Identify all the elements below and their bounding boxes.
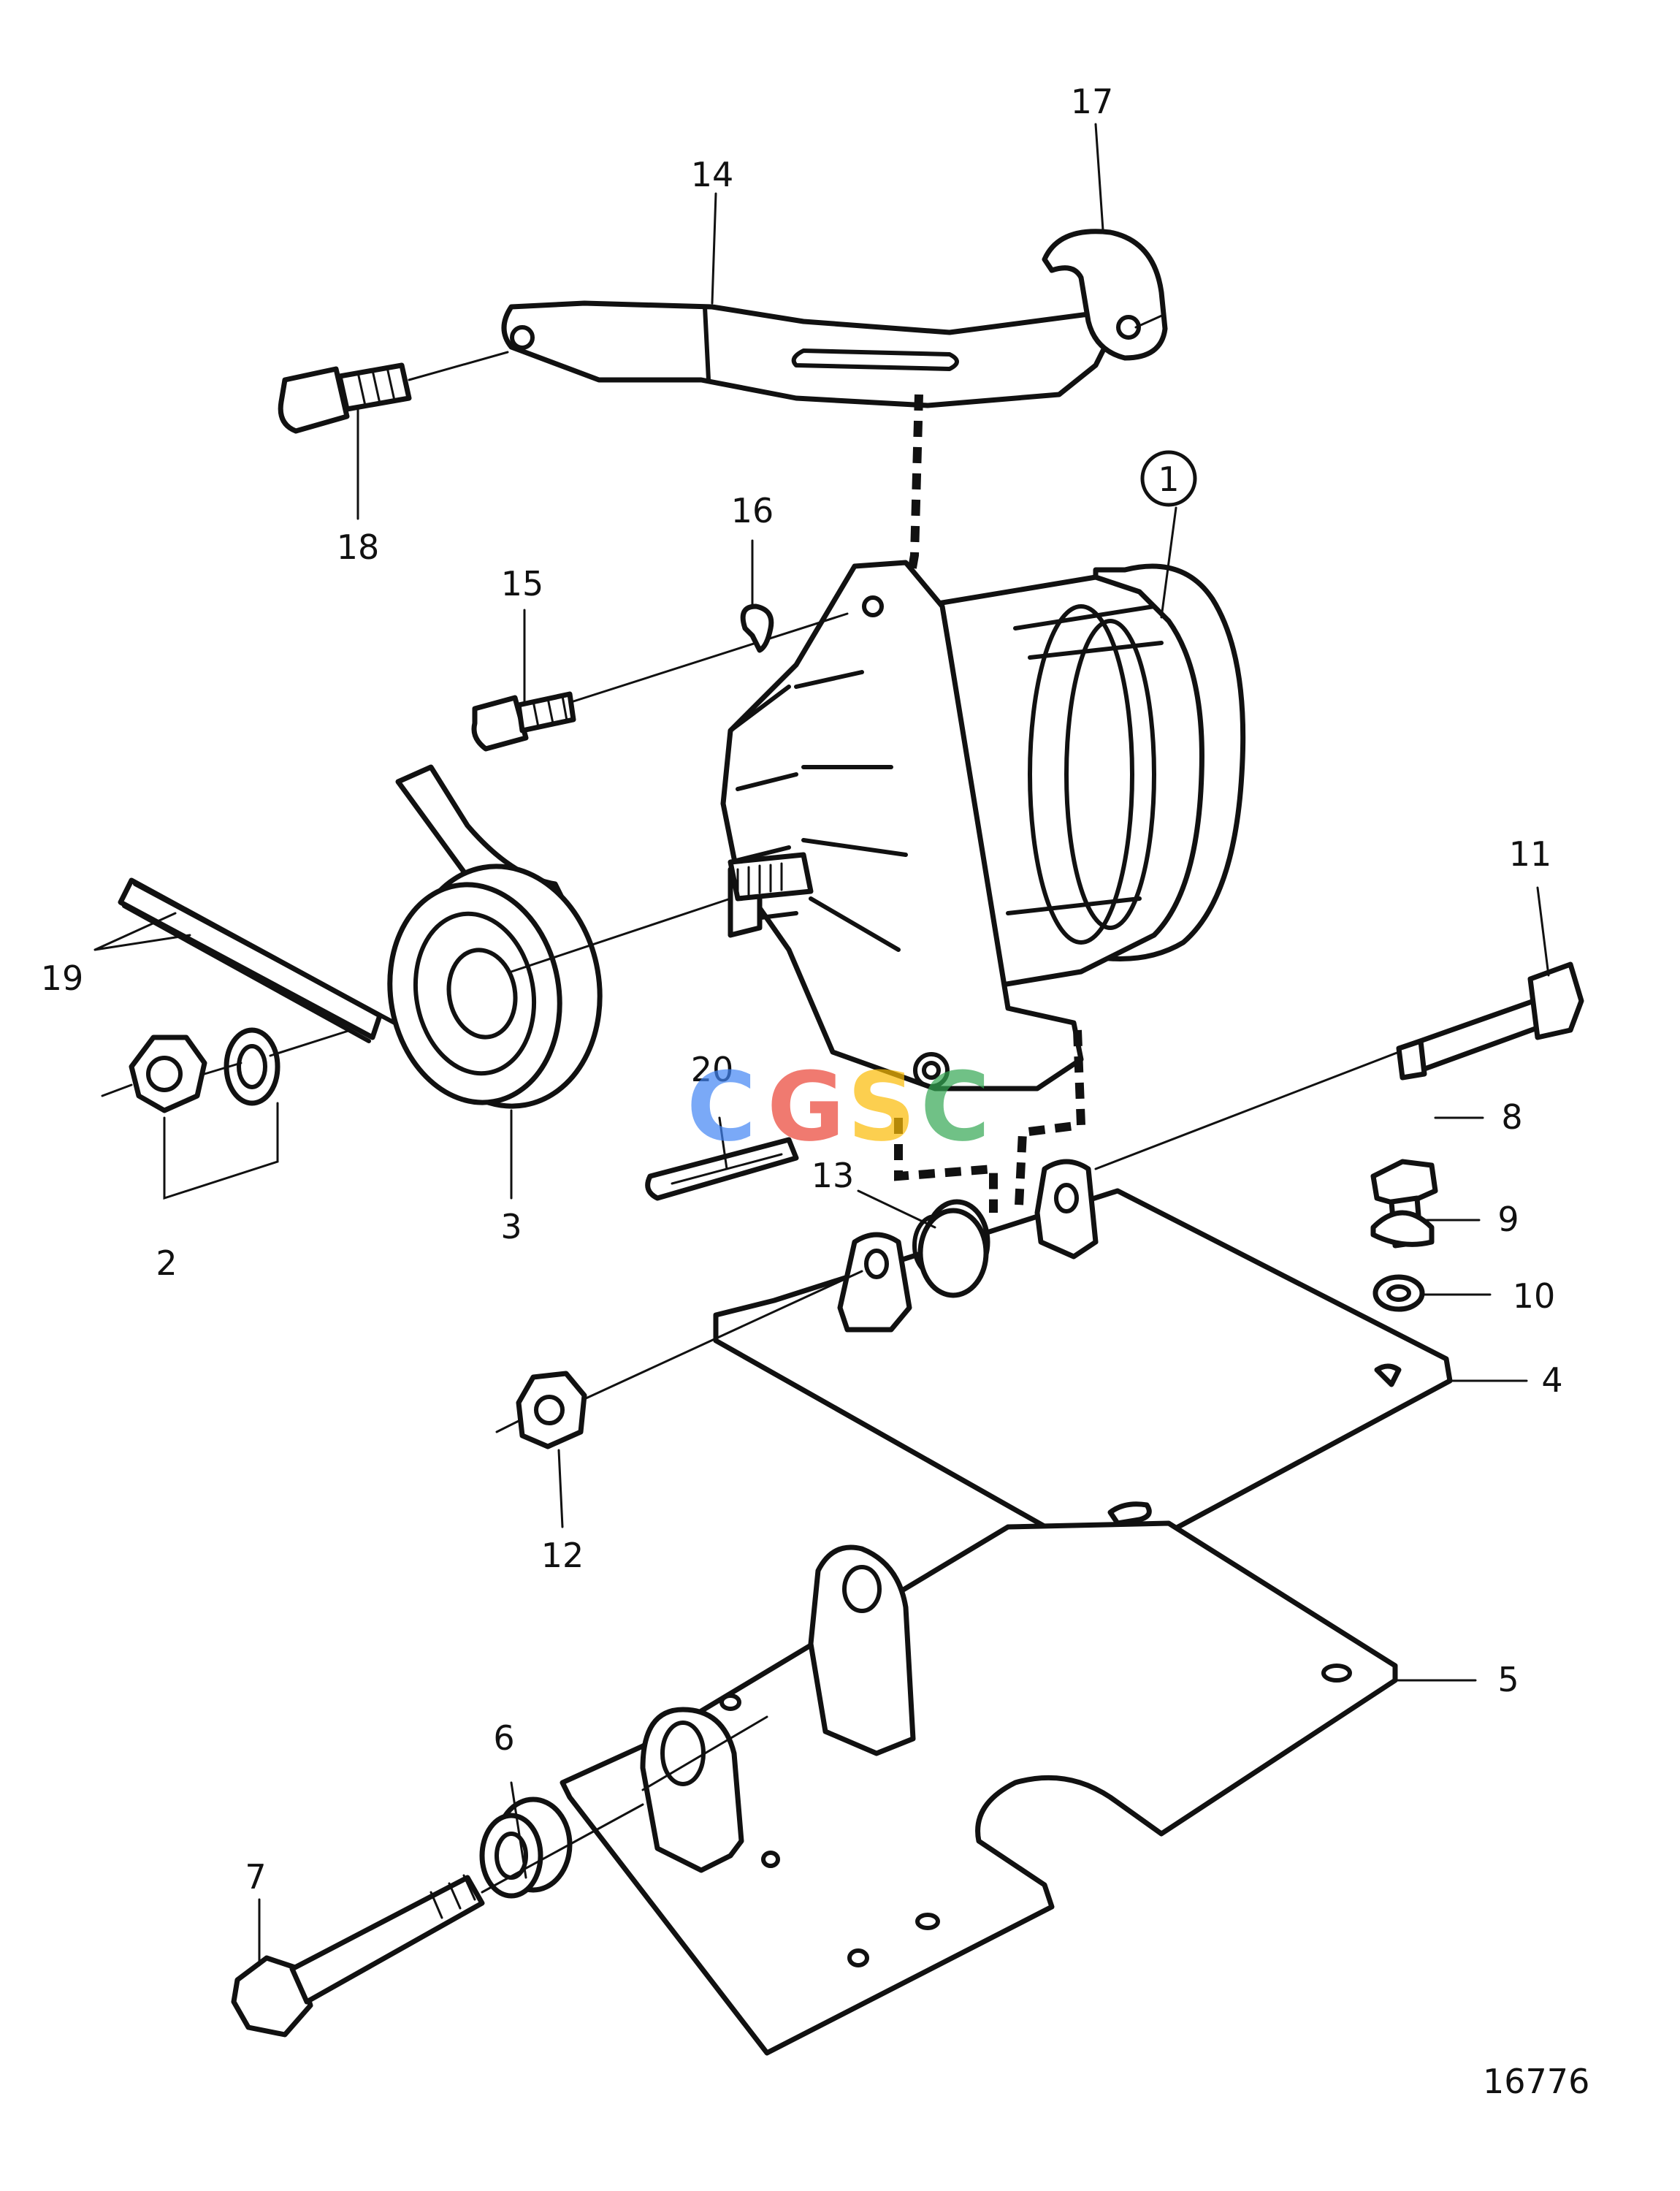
bushing-6 [479, 1796, 573, 1899]
assembly-guide-line-2 [894, 1029, 1086, 1213]
callout-1-circle [1140, 450, 1197, 507]
arm-bracket [1042, 229, 1168, 361]
clip-16 [740, 603, 774, 653]
alternator [720, 560, 1246, 1091]
callout-19: 19 [41, 959, 84, 998]
callout-16: 16 [731, 491, 774, 530]
callout-17: 17 [1071, 82, 1114, 121]
bolt-18 [278, 351, 509, 434]
bolt-11 [1094, 961, 1584, 1170]
nut-and-washer [101, 1027, 352, 1113]
bolt-7 [231, 1803, 644, 2038]
bolt-15 [471, 612, 849, 752]
belt [118, 877, 397, 1043]
watermark-logo: C G S C [687, 1051, 990, 1162]
tension-arm [501, 300, 1113, 408]
callout-10: 10 [1513, 1276, 1556, 1316]
spacer-13 [917, 1208, 989, 1298]
callout-9: 9 [1497, 1200, 1519, 1239]
callout-7: 7 [245, 1857, 266, 1897]
callout-18: 18 [337, 527, 380, 567]
watermark-letter-1: C [687, 1051, 756, 1162]
base-bracket-5 [560, 1520, 1398, 2056]
figure-number: 16776 [1483, 2062, 1589, 2101]
pulley [387, 764, 732, 1109]
callout-20: 20 [691, 1050, 734, 1089]
mounting-plate-4 [713, 1159, 1453, 1566]
watermark-letter-3: S [847, 1051, 916, 1162]
callouts: 1 2 3 4 5 6 7 8 9 10 11 12 13 14 15 16 1… [41, 82, 1563, 1897]
watermark-letter-2: G [767, 1051, 845, 1162]
washer-10 [1372, 1274, 1425, 1312]
nut-12 [495, 1270, 863, 1449]
callout-8: 8 [1501, 1097, 1522, 1137]
tab-washer-9 [1370, 1210, 1435, 1247]
callout-11: 11 [1509, 834, 1552, 874]
leader-lines [93, 123, 1550, 1967]
watermark-letter-4: C [920, 1051, 990, 1162]
callout-1: 1 [1158, 460, 1179, 499]
callout-14: 14 [691, 155, 734, 194]
callout-12: 12 [541, 1536, 584, 1575]
callout-15: 15 [501, 564, 544, 603]
callout-13: 13 [812, 1156, 855, 1195]
assembly-guide-line [905, 394, 923, 586]
callout-4: 4 [1541, 1360, 1562, 1400]
callout-5: 5 [1497, 1660, 1519, 1699]
callout-3: 3 [500, 1207, 522, 1246]
callout-6: 6 [493, 1718, 514, 1758]
callout-2: 2 [156, 1243, 177, 1283]
